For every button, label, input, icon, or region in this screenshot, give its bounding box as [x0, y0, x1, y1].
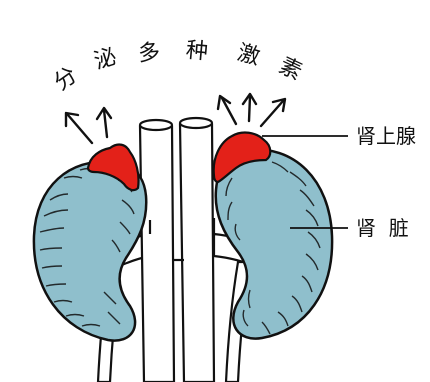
arrow-right-2 — [249, 96, 250, 121]
title-char-5: 激 — [235, 41, 263, 71]
title-char-4: 种 — [185, 38, 209, 65]
left-secretion-arrows — [66, 108, 111, 143]
title-char-3: 多 — [137, 40, 161, 67]
title-char-1: 分 — [50, 63, 82, 96]
arrow-right-3 — [261, 101, 283, 126]
title-char-6: 素 — [275, 53, 306, 85]
right-secretion-arrows — [218, 94, 285, 126]
arrow-left-1 — [68, 115, 92, 143]
adrenal-gland-label: 肾上腺 — [356, 124, 416, 148]
aorta — [140, 122, 174, 382]
aorta-opening — [140, 120, 172, 130]
right-kidney-body — [216, 149, 332, 338]
vena-cava-opening — [180, 118, 212, 128]
kidney-label: 肾 脏 — [356, 216, 409, 240]
title-char-2: 泌 — [91, 44, 120, 75]
hormone-secretion-title: 分 泌 多 种 激 素 — [50, 38, 306, 96]
left-kidney — [34, 145, 146, 341]
vena-cava — [180, 120, 214, 382]
arrow-left-2 — [104, 110, 107, 137]
